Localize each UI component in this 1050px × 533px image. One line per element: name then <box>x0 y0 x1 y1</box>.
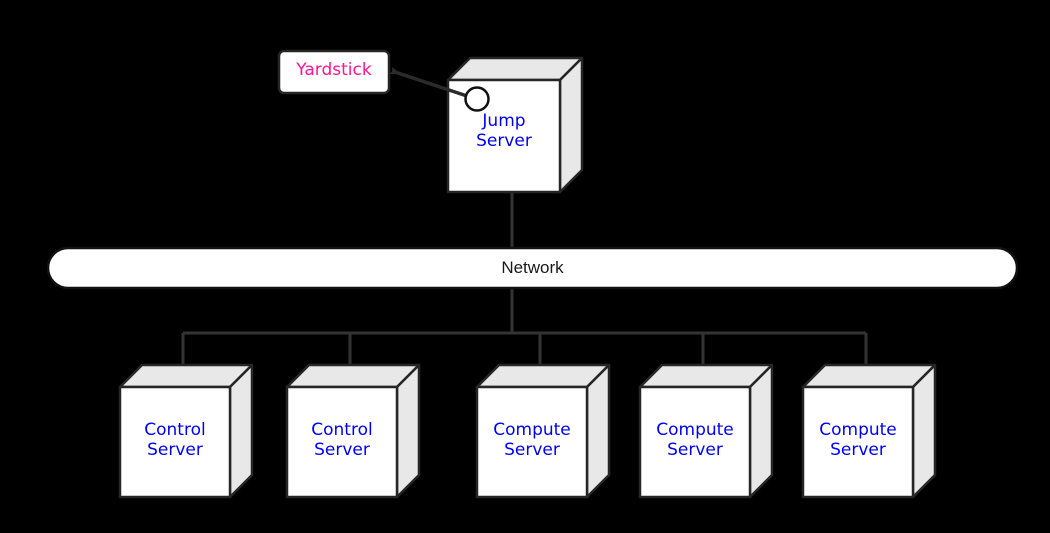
server-side-face <box>585 363 611 499</box>
server-box-5[interactable] <box>801 363 937 499</box>
server-side-face <box>748 363 774 499</box>
server-side-face <box>911 363 937 499</box>
server-front-face <box>118 385 232 499</box>
yardstick-interface-connector <box>389 66 490 112</box>
server-box-4[interactable] <box>638 363 774 499</box>
server-box-1[interactable] <box>118 363 254 499</box>
jump-server-side-face <box>558 56 584 194</box>
server-box-3[interactable] <box>475 363 611 499</box>
jump-server-node[interactable] <box>446 56 584 194</box>
jump-server-front-face <box>446 78 562 194</box>
server-front-face <box>285 385 399 499</box>
network-node[interactable] <box>46 246 1019 290</box>
interface-arrow-line <box>389 66 471 99</box>
server-front-face <box>801 385 915 499</box>
server-side-face <box>228 363 254 499</box>
server-front-face <box>638 385 752 499</box>
lollipop-interface-icon <box>464 86 490 112</box>
server-side-face <box>395 363 421 499</box>
server-front-face <box>475 385 589 499</box>
server-box-2[interactable] <box>285 363 421 499</box>
yardstick-node[interactable] <box>277 49 391 95</box>
